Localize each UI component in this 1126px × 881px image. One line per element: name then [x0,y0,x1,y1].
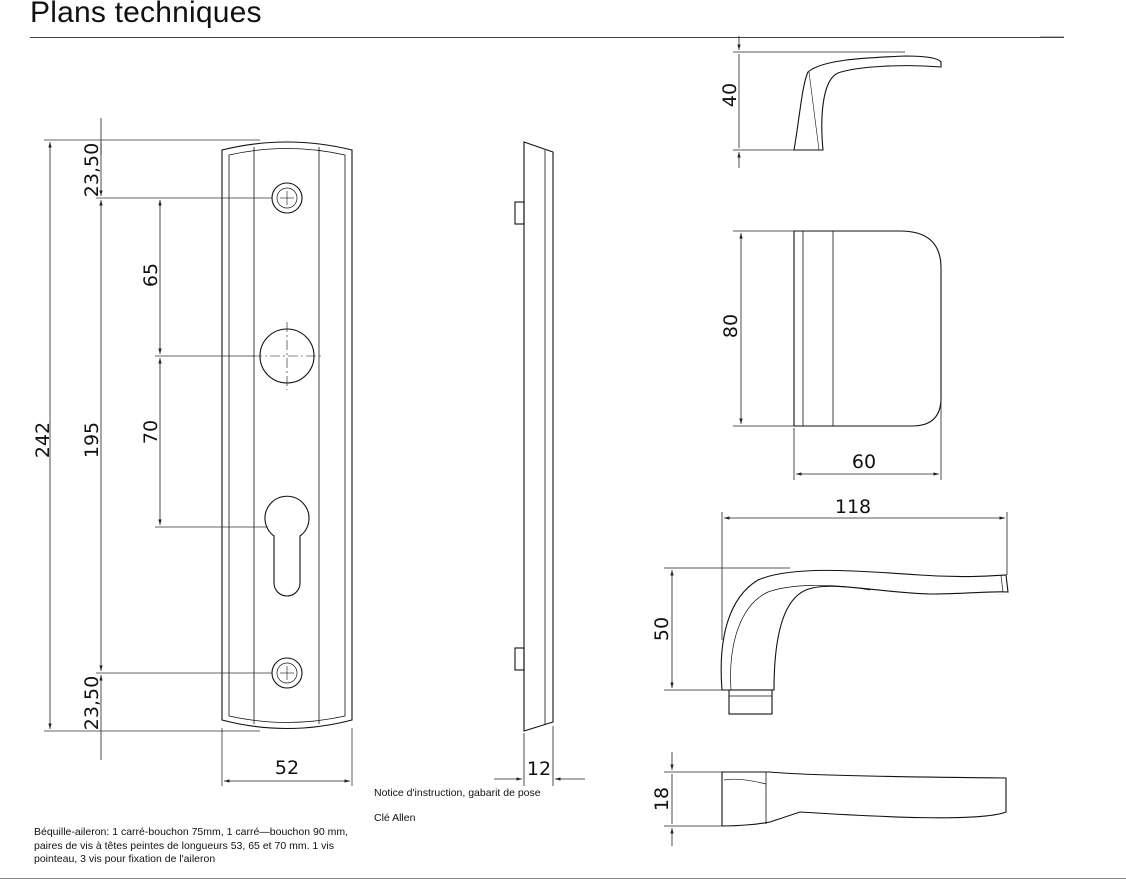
note-instructions: Notice d'instruction, gabarit de pose [374,787,541,799]
lever-top-view [721,771,1007,827]
cylinder-hole [264,495,310,597]
backplate-outline [221,141,353,730]
dimension-lever-depth: 18 [651,787,673,811]
dimension-upper-spacing: 65 [140,263,162,287]
backplate-side-view [514,141,554,732]
lever-front-dimensions [664,512,1008,691]
side-view-top-tab [514,201,525,225]
dimension-screw-spacing: 195 [81,422,103,458]
rose-view [793,230,942,427]
lever-side-dimension [733,36,1064,168]
backplate-dimension-lines [48,118,350,783]
lever-top-dimension [664,752,722,846]
top-screw-hole [271,182,303,214]
note-key: Clé Allen [374,812,416,824]
title-divider [30,37,1064,38]
page-title: Plans techniques [30,0,262,29]
backplate-front-view [221,141,353,730]
dimension-rose-height: 80 [720,314,742,338]
spindle-hole [252,322,322,390]
dimension-lower-spacing: 70 [140,420,162,444]
backplate-extension-lines [44,139,353,786]
dimension-lever-length: 118 [835,496,871,518]
lever-spindle-collar [728,689,773,715]
dimension-total-height: 242 [32,422,54,458]
dimension-top-margin: 23,50 [81,143,103,197]
thickness-dimension [494,726,585,786]
note-package-contents: Béquille-aileron: 1 carré-bouchon 75mm, … [34,826,348,865]
dimension-lever-projection: 50 [651,617,673,641]
dimension-plate-width: 52 [275,757,299,779]
lever-front-view [720,569,1009,715]
side-view-bottom-tab [514,647,525,671]
dimension-plate-thickness: 12 [527,758,551,780]
bottom-divider [0,878,1126,879]
rose-dimensions [733,230,942,480]
lever-side-profile [793,55,942,151]
dimension-rose-width: 60 [852,451,876,473]
backplate-inner-outline [228,148,346,723]
dimension-lever-height: 40 [719,83,741,107]
dimension-bottom-margin: 23,50 [81,676,103,730]
bottom-screw-hole [271,657,303,689]
